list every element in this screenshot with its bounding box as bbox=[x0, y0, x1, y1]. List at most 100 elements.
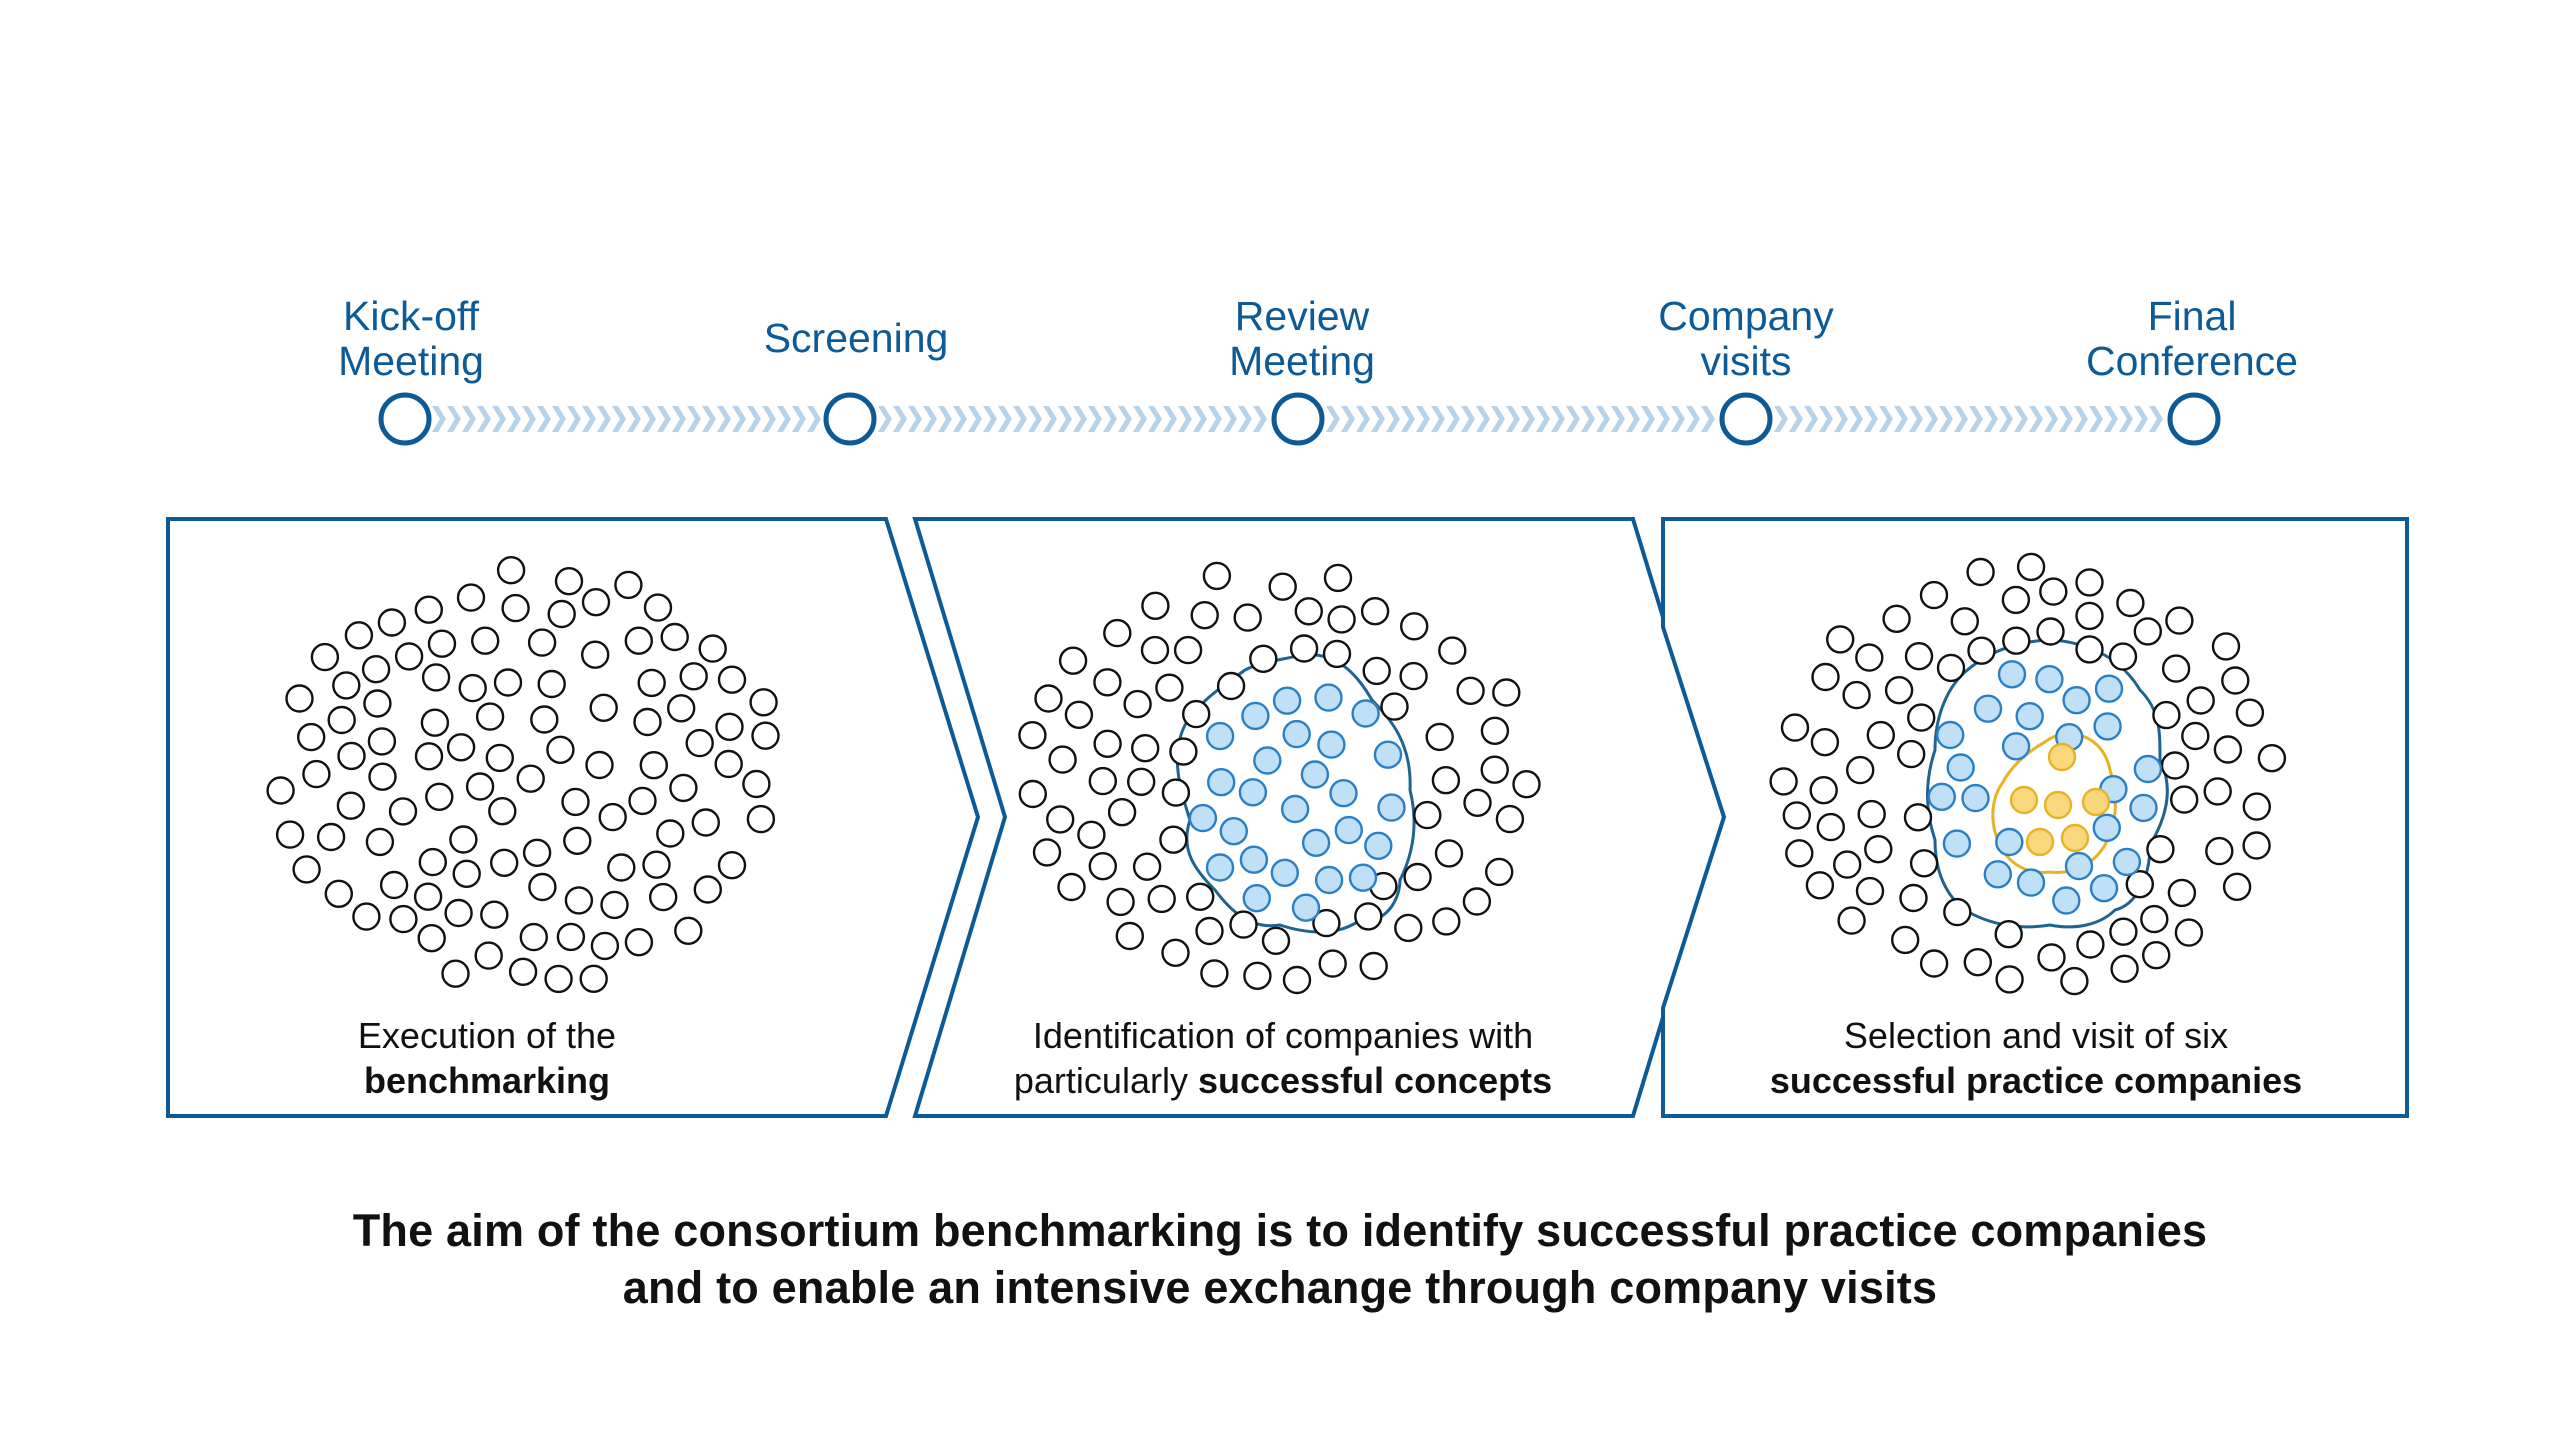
chevron-arrow-icon bbox=[1701, 406, 1715, 432]
successful-practice-company-circle bbox=[2043, 790, 2073, 820]
chevron-arrow-icon bbox=[477, 406, 491, 432]
company-circle bbox=[1480, 755, 1509, 784]
caption-panel2-line2: particularly successful concepts bbox=[1014, 1060, 1552, 1101]
successful-concept-company-circle bbox=[2133, 754, 2163, 784]
company-circle bbox=[1845, 755, 1875, 785]
company-circle bbox=[1181, 699, 1211, 729]
company-circle bbox=[324, 879, 353, 908]
chevron-arrow-icon bbox=[1491, 406, 1505, 432]
company-circle bbox=[1425, 722, 1454, 752]
company-circle bbox=[1456, 676, 1485, 705]
company-circle bbox=[554, 567, 584, 596]
chevron-arrow-icon bbox=[2074, 406, 2088, 432]
company-circle bbox=[1495, 804, 1525, 834]
company-circle bbox=[1936, 653, 1966, 683]
company-circle bbox=[1432, 907, 1461, 936]
chevron-arrow-icon bbox=[492, 406, 506, 432]
chevron-arrow-icon bbox=[878, 406, 892, 432]
company-circle bbox=[1950, 607, 1980, 636]
chevron-arrow-icon bbox=[1178, 406, 1192, 432]
chevron-arrow-icon bbox=[1521, 406, 1535, 432]
chevron-arrow-icon bbox=[1208, 406, 1222, 432]
company-circle bbox=[1216, 671, 1246, 701]
chevron-arrow-icon bbox=[1849, 406, 1863, 432]
company-circle bbox=[2133, 617, 2163, 646]
company-circle bbox=[1855, 876, 1885, 906]
company-circle bbox=[379, 870, 409, 900]
chevron-arrow-icon bbox=[762, 406, 776, 432]
company-circle bbox=[624, 626, 653, 655]
company-circle bbox=[2257, 744, 2287, 773]
step-label-review-line2: Meeting bbox=[1229, 338, 1375, 384]
company-circle bbox=[1919, 580, 1949, 610]
company-circle bbox=[2213, 735, 2243, 764]
company-circle bbox=[394, 642, 424, 671]
chevron-arrow-icon bbox=[2014, 406, 2028, 432]
company-circle bbox=[1123, 689, 1152, 719]
company-circle bbox=[519, 922, 548, 952]
chevron-arrow-icon bbox=[1774, 406, 1788, 432]
company-circle bbox=[556, 922, 586, 952]
successful-concept-company-circle bbox=[1973, 694, 2003, 723]
panel-selection-frame bbox=[1661, 517, 2409, 1118]
caption-panel2-prefix: particularly bbox=[1014, 1060, 1198, 1101]
chevron-arrow-icon bbox=[1476, 406, 1490, 432]
successful-concept-company-circle bbox=[1253, 746, 1282, 775]
company-circle bbox=[1811, 662, 1840, 692]
company-circle bbox=[1967, 636, 1996, 665]
chevron-arrow-icon bbox=[1969, 406, 1983, 432]
successful-concept-company-circle bbox=[2052, 886, 2081, 915]
company-circle bbox=[1864, 835, 1893, 864]
successful-concept-company-circle bbox=[2001, 732, 2031, 761]
chevron-arrow-icon bbox=[1356, 406, 1370, 432]
caption-panel3-line1: Selection and visit of six bbox=[1844, 1015, 2228, 1056]
successful-practice-company-circle bbox=[2081, 787, 2111, 817]
company-circle bbox=[2075, 635, 2104, 664]
chevron-arrow-icon bbox=[1223, 406, 1237, 432]
chevron-arrow-icon bbox=[1506, 406, 1520, 432]
company-circle bbox=[600, 890, 629, 920]
company-circle bbox=[1058, 646, 1088, 675]
company-circle bbox=[639, 751, 668, 780]
company-circle bbox=[2060, 966, 2089, 996]
company-circle bbox=[1359, 951, 1388, 981]
company-circle bbox=[564, 886, 594, 915]
company-circle bbox=[1842, 680, 1871, 710]
company-circle bbox=[1294, 597, 1324, 626]
chevron-arrow-icon bbox=[1804, 406, 1818, 432]
caption-panel1-bold: benchmarking bbox=[364, 1060, 610, 1101]
chevron-arrow-icon bbox=[1984, 406, 1998, 432]
company-circle bbox=[1327, 605, 1356, 634]
company-circle bbox=[1994, 920, 2023, 949]
caption-panel3-bold: successful practice companies bbox=[1770, 1060, 2302, 1101]
chevron-arrow-icon bbox=[1536, 406, 1550, 432]
successful-concept-company-circle bbox=[1329, 779, 1358, 808]
company-circle bbox=[310, 642, 340, 672]
caption-panel1-line1: Execution of the bbox=[358, 1015, 616, 1056]
company-circle bbox=[614, 570, 643, 600]
chevron-arrow-icon bbox=[1163, 406, 1177, 432]
chevron-arrow-icon bbox=[2134, 406, 2148, 432]
chevron-arrow-icon bbox=[983, 406, 997, 432]
successful-practice-outer-cluster-outline bbox=[1926, 638, 2169, 929]
chevron-arrow-icon bbox=[1401, 406, 1415, 432]
company-circle bbox=[490, 848, 519, 877]
company-circle bbox=[715, 712, 744, 741]
company-circle bbox=[2110, 954, 2139, 983]
company-circle bbox=[746, 804, 776, 834]
company-circle bbox=[508, 957, 538, 986]
chevron-arrow-icon bbox=[1581, 406, 1595, 432]
company-circle bbox=[2205, 836, 2234, 866]
company-circle bbox=[465, 772, 495, 801]
company-circle bbox=[501, 593, 530, 623]
company-circle bbox=[2016, 552, 2046, 582]
successful-concept-company-circle bbox=[1188, 803, 1218, 833]
successful-concept-company-circle bbox=[2064, 851, 2094, 881]
company-circle bbox=[420, 708, 450, 737]
successful-concept-company-circle bbox=[1300, 760, 1330, 789]
step-label-kickoff-line2: Meeting bbox=[338, 338, 484, 384]
company-circle bbox=[546, 735, 575, 764]
company-circle bbox=[485, 743, 514, 773]
timeline-step-marker-kickoff bbox=[378, 392, 432, 446]
